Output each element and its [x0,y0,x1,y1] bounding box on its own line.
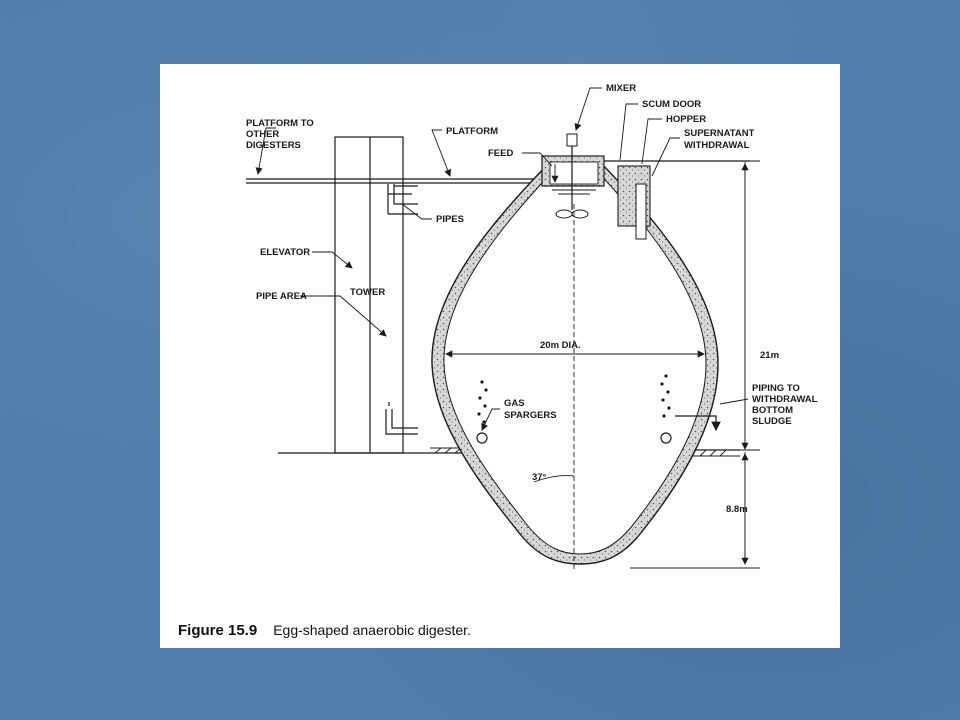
label-other: OTHER [246,129,279,140]
label-withdrawal: WITHDRAWAL [684,140,750,151]
label-angle: 37° [532,472,547,483]
label-hopper: HOPPER [666,114,706,125]
figure-caption: Figure 15.9 Egg-shaped anaerobic digester… [178,622,471,640]
label-piping-bottom: BOTTOM [752,405,793,416]
figure-panel: MIXER SCUM DOOR HOPPER SUPERNATANT WITHD… [160,64,840,648]
label-supernatant: SUPERNATANT [684,128,755,139]
gas-spargers [476,374,672,444]
label-piping-sludge: SLUDGE [752,416,792,427]
label-scum-door: SCUM DOOR [642,99,701,110]
label-elevator: ELEVATOR [260,247,310,258]
label-digesters: DIGESTERS [246,140,301,151]
label-piping-to: PIPING TO [752,383,800,394]
label-height-bottom: 8.8m [726,504,748,515]
label-gas: GAS [504,398,525,409]
label-pipe-area: PIPE AREA [256,291,307,302]
height-dimensions [630,160,760,569]
label-tower: TOWER [350,287,385,298]
label-spargers: SPARGERS [504,410,557,421]
label-piping-withdrawal: WITHDRAWAL [752,394,818,405]
angle-arc [533,475,575,483]
digester-diagram: MIXER SCUM DOOR HOPPER SUPERNATANT WITHD… [246,83,818,569]
figure-number: Figure 15.9 [178,622,258,639]
leader-lines [255,87,749,431]
sludge-pipe [675,415,721,432]
label-platform-to: PLATFORM TO [246,118,314,129]
figure-title: Egg-shaped anaerobic digester. [273,622,471,638]
label-mixer: MIXER [606,83,636,94]
label-diameter: 20m DIA. [540,340,581,351]
platform-line [246,160,750,184]
label-height-total: 21m [760,350,779,361]
label-feed: FEED [488,148,513,159]
label-pipes: PIPES [436,214,464,225]
tower [334,136,418,454]
digester-shell [431,133,719,565]
label-platform: PLATFORM [446,126,498,137]
